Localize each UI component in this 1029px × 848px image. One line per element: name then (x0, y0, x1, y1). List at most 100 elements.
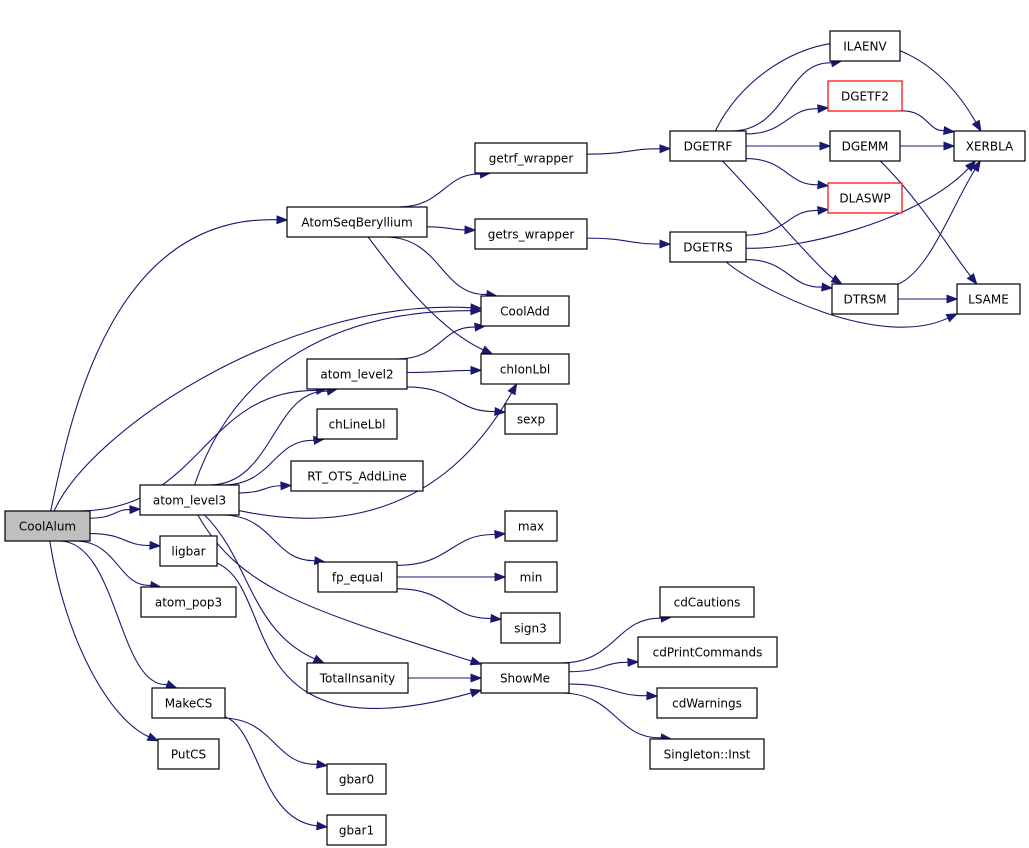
node-label: TotalInsanity (319, 672, 396, 686)
arrowhead-icon (464, 225, 477, 235)
node-ilaenv[interactable]: ILAENV (829, 30, 901, 62)
node-sexp[interactable]: sexp (504, 403, 558, 435)
arrowhead-icon (494, 572, 507, 582)
node-label: Singleton::Inst (664, 748, 751, 762)
arrowhead-icon (970, 159, 981, 173)
call-edge-atom_level3-to-RT_OTS_AddLine (238, 481, 293, 494)
arrowhead-icon (659, 144, 672, 154)
arrowhead-icon (146, 732, 160, 742)
node-box (480, 295, 570, 327)
node-box (649, 738, 765, 770)
node-dgetrs[interactable]: DGETRS (669, 231, 747, 263)
node-ligbar[interactable]: ligbar (159, 535, 218, 567)
node-label: getrs_wrapper (488, 228, 575, 242)
node-label: DTRSM (844, 293, 887, 307)
arrowhead-icon (821, 282, 834, 292)
arrowhead-icon (507, 382, 518, 396)
node-box (306, 358, 408, 390)
node-layer: CoolAlum AtomSeqBeryllium getrf_wrapperget… (4, 30, 1026, 846)
node-box (306, 662, 409, 694)
node-dgetrf[interactable]: DGETRF (669, 130, 747, 162)
node-box (500, 612, 561, 644)
node-sign3[interactable]: sign3 (500, 612, 561, 644)
node-box (504, 403, 558, 435)
arrowhead-icon (830, 274, 843, 285)
node-atom-pop3[interactable]: atom_pop3 (140, 586, 237, 618)
node-getrf-wrapper[interactable]: getrf_wrapper (474, 142, 588, 174)
node-box (504, 561, 558, 593)
arrowhead-icon (817, 206, 830, 216)
arrowhead-icon (280, 481, 293, 491)
node-box (480, 662, 570, 694)
node-label: chIonLbl (500, 363, 550, 377)
arrowhead-icon (817, 180, 830, 190)
call-edge-atom_level2-to-CoolAdd (396, 322, 487, 360)
node-cdcautions[interactable]: cdCautions (659, 586, 755, 618)
node-label: CoolAlum (19, 520, 76, 534)
node-label: atom_pop3 (155, 596, 222, 610)
node-dtrsm[interactable]: DTRSM (831, 283, 899, 315)
node-cooladd[interactable]: CoolAdd (480, 295, 570, 327)
call-edge-DTRSM-to-LSAME (898, 294, 959, 304)
arrowhead-icon (474, 322, 487, 332)
node-atom-level2[interactable]: atom_level2 (306, 358, 408, 390)
node-min[interactable]: min (504, 561, 558, 593)
node-chionlbl[interactable]: chIonLbl (480, 353, 570, 385)
call-edge-getrf_wrapper-to-DGETRF (586, 144, 672, 155)
node-label: atom_level2 (320, 368, 393, 382)
arrowhead-icon (149, 540, 162, 550)
arrowhead-icon (971, 119, 982, 133)
node-atomseqberyllium[interactable]: AtomSeqBeryllium (286, 206, 428, 238)
node-box (151, 687, 226, 719)
call-edge-DGETRF-to-DGEMM (746, 141, 832, 151)
node-putcs[interactable]: PutCS (157, 738, 220, 770)
node-label: PutCS (171, 748, 206, 762)
call-edge-AtomSeqBeryllium-to-chIonLbl (367, 236, 494, 355)
call-edge-atom_level3-to-fp_equal (222, 514, 327, 566)
node-totalinsanity[interactable]: TotalInsanity (306, 662, 409, 694)
node-chlinelbl[interactable]: chLineLbl (316, 408, 398, 440)
node-atom-level3[interactable]: atom_level3 (139, 484, 240, 516)
arrowhead-icon (659, 239, 672, 249)
node-showme[interactable]: ShowMe (480, 662, 570, 694)
call-edge-atom_level3-to-CoolAdd (194, 306, 483, 486)
node-box (139, 484, 240, 516)
node-singleton-inst[interactable]: Singleton::Inst (649, 738, 765, 770)
node-box (956, 283, 1021, 315)
node-box (317, 561, 398, 593)
node-label: max (518, 520, 544, 534)
node-dgemm[interactable]: DGEMM (829, 130, 901, 162)
node-box (827, 182, 903, 214)
call-edge-fp_equal-to-sign3 (396, 588, 503, 623)
node-label: DGETRS (683, 241, 732, 255)
node-getrs-wrapper[interactable]: getrs_wrapper (474, 218, 588, 250)
node-cdwarnings[interactable]: cdWarnings (656, 687, 758, 719)
node-max[interactable]: max (504, 510, 558, 542)
node-box (827, 80, 903, 112)
node-label: XERBLA (966, 140, 1014, 154)
node-box (480, 353, 570, 385)
node-dgetf2[interactable]: DGETF2 (827, 80, 903, 112)
node-gbar0[interactable]: gbar0 (326, 763, 387, 795)
node-cdprintcommands[interactable]: cdPrintCommands (637, 636, 778, 668)
arrowhead-icon (490, 613, 503, 623)
node-label: ILAENV (843, 40, 887, 54)
node-xerbla[interactable]: XERBLA (953, 130, 1026, 162)
call-edge-DGETRS-to-DLASWP (745, 206, 830, 236)
node-gbar1[interactable]: gbar1 (326, 814, 387, 846)
arrowhead-icon (276, 215, 289, 225)
node-lsame[interactable]: LSAME (956, 283, 1021, 315)
node-box (140, 586, 237, 618)
node-coolalum[interactable]: CoolAlum (4, 510, 91, 542)
node-fp-equal[interactable]: fp_equal (317, 561, 398, 593)
node-dlaswp[interactable]: DLASWP (827, 182, 903, 214)
arrowhead-icon (165, 680, 178, 689)
node-box (953, 130, 1026, 162)
node-rt-ots-addline[interactable]: RT_OTS_AddLine (290, 460, 424, 492)
call-edge-CoolAlum-to-ligbar (89, 532, 162, 550)
node-label: cdWarnings (672, 697, 742, 711)
arrowhead-icon (627, 657, 640, 667)
node-makecs[interactable]: MakeCS (151, 687, 226, 719)
node-box (504, 510, 558, 542)
